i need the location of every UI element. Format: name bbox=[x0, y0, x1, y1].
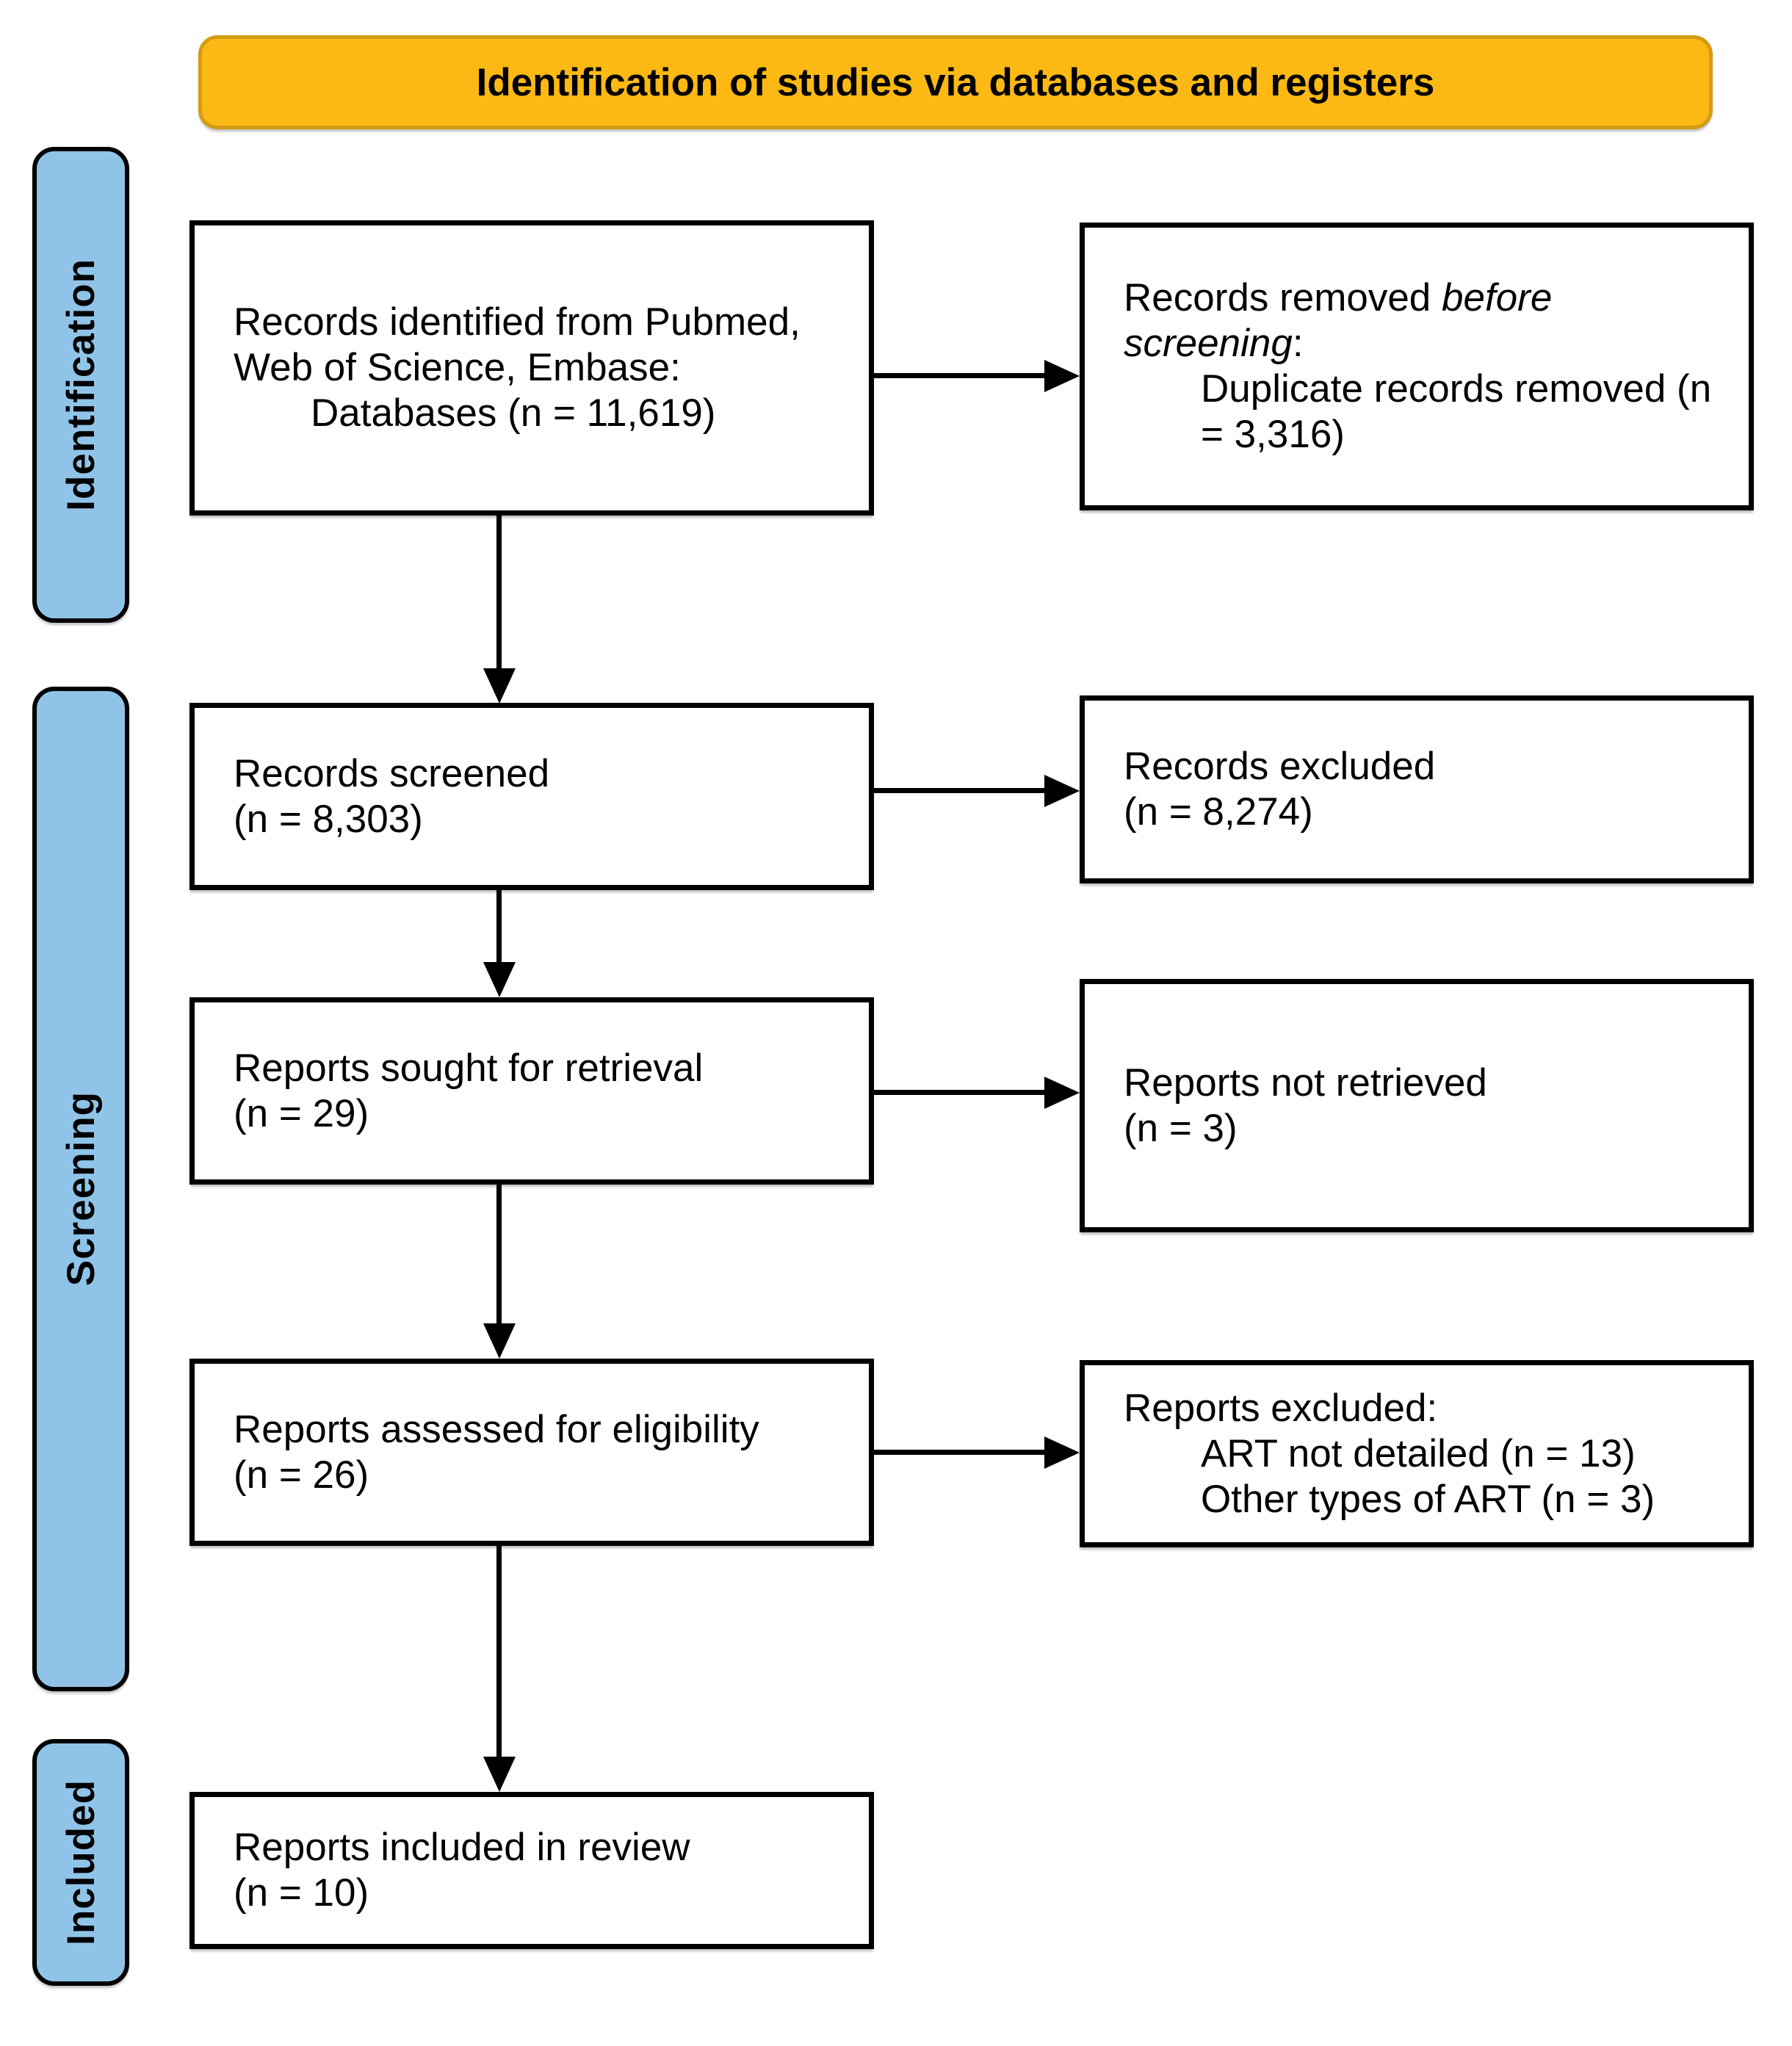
arrowhead-right-icon bbox=[1044, 775, 1080, 807]
box-reports-excluded: Reports excluded:ART not detailed (n = 1… bbox=[1080, 1360, 1754, 1547]
arrowhead-right-icon bbox=[1044, 1436, 1080, 1469]
box-text-line: Databases (n = 11,619) bbox=[311, 391, 716, 435]
box-text-line: Duplicate records removed (n bbox=[1201, 367, 1712, 411]
box-reports-assessed-for-eligibility: Reports assessed for eligibility(n = 26) bbox=[189, 1359, 874, 1546]
box-text-line: Reports sought for retrieval bbox=[234, 1046, 704, 1090]
box-text-line: (n = 8,274) bbox=[1124, 790, 1313, 834]
box-text-line: Records removed before bbox=[1124, 276, 1553, 319]
box-records-screened: Records screened(n = 8,303) bbox=[189, 703, 874, 890]
arrow-shaft bbox=[496, 1184, 502, 1323]
arrow-shaft bbox=[874, 373, 1044, 378]
arrow-shaft bbox=[496, 1546, 502, 1757]
arrowhead-right-icon bbox=[1044, 360, 1080, 392]
arrow-shaft bbox=[496, 890, 502, 962]
stage-tab-screening-label: Screening bbox=[59, 1091, 103, 1287]
arrowhead-down-icon bbox=[483, 1323, 516, 1359]
box-text-line: = 3,316) bbox=[1201, 413, 1345, 456]
box-reports-not-retrieved: Reports not retrieved(n = 3) bbox=[1080, 979, 1754, 1232]
stage-tab-screening: Screening bbox=[32, 687, 129, 1691]
arrowhead-down-icon bbox=[483, 962, 516, 997]
box-records-identified: Records identified from Pubmed,Web of Sc… bbox=[189, 220, 874, 516]
stage-tab-identification-label: Identification bbox=[59, 259, 103, 511]
box-text-line: Web of Science, Embase: bbox=[234, 346, 681, 389]
box-text-line: screening: bbox=[1124, 322, 1304, 365]
box-text-line: (n = 8,303) bbox=[234, 797, 423, 841]
box-text-line: Records screened bbox=[234, 751, 550, 795]
banner-title: Identification of studies via databases … bbox=[476, 60, 1435, 104]
box-reports-sought-for-retrieval: Reports sought for retrieval(n = 29) bbox=[189, 997, 874, 1185]
arrow-shaft bbox=[874, 1090, 1044, 1095]
arrowhead-down-icon bbox=[483, 668, 516, 704]
box-text-line: Records identified from Pubmed, bbox=[234, 300, 801, 344]
arrow-shaft bbox=[874, 1450, 1044, 1455]
box-text-line: ART not detailed (n = 13) bbox=[1201, 1431, 1636, 1475]
box-text-line: Reports excluded: bbox=[1124, 1386, 1438, 1430]
banner-identification-of-studies: Identification of studies via databases … bbox=[198, 35, 1713, 129]
box-text-line: (n = 3) bbox=[1124, 1106, 1238, 1150]
stage-tab-identification: Identification bbox=[32, 147, 129, 623]
arrow-shaft bbox=[496, 516, 502, 668]
box-text-line: Reports included in review bbox=[234, 1826, 690, 1869]
box-text-line: Records excluded bbox=[1124, 745, 1436, 788]
arrowhead-right-icon bbox=[1044, 1077, 1080, 1109]
stage-tab-included: Included bbox=[32, 1739, 129, 1986]
box-text-line: Reports assessed for eligibility bbox=[234, 1407, 759, 1451]
stage-tab-included-label: Included bbox=[59, 1779, 103, 1945]
box-text-line: (n = 10) bbox=[234, 1871, 369, 1915]
box-text-line: (n = 29) bbox=[234, 1091, 369, 1135]
box-text-line: Reports not retrieved bbox=[1124, 1060, 1487, 1105]
box-records-excluded: Records excluded(n = 8,274) bbox=[1080, 695, 1754, 883]
box-text-line: (n = 26) bbox=[234, 1453, 369, 1497]
arrow-shaft bbox=[874, 788, 1044, 793]
arrowhead-down-icon bbox=[483, 1757, 516, 1792]
box-reports-included-in-review: Reports included in review(n = 10) bbox=[189, 1792, 874, 1949]
box-text-line: Other types of ART (n = 3) bbox=[1201, 1477, 1655, 1521]
